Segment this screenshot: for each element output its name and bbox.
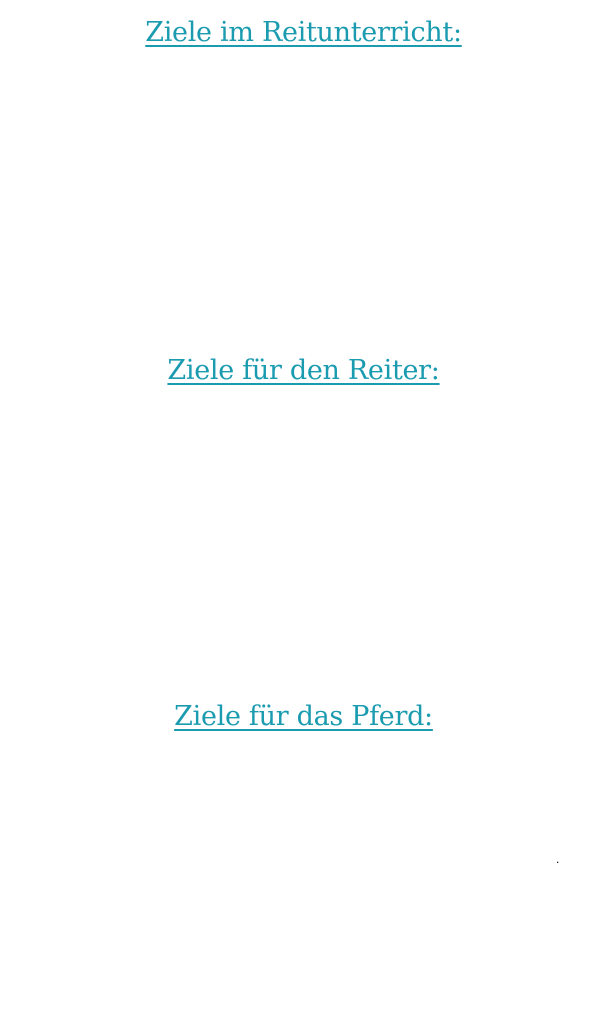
section-heading-ziele-fuer-das-pferd: Ziele für das Pferd:: [0, 700, 607, 734]
section-heading-ziele-im-reitunterricht: Ziele im Reitunterricht:: [0, 16, 607, 50]
heading-link-ziele-fuer-den-reiter[interactable]: Ziele für den Reiter:: [167, 355, 440, 386]
stray-period-mark: .: [556, 852, 560, 866]
heading-link-ziele-im-reitunterricht[interactable]: Ziele im Reitunterricht:: [145, 17, 462, 48]
section-heading-ziele-fuer-den-reiter: Ziele für den Reiter:: [0, 354, 607, 388]
heading-link-ziele-fuer-das-pferd[interactable]: Ziele für das Pferd:: [174, 701, 433, 732]
